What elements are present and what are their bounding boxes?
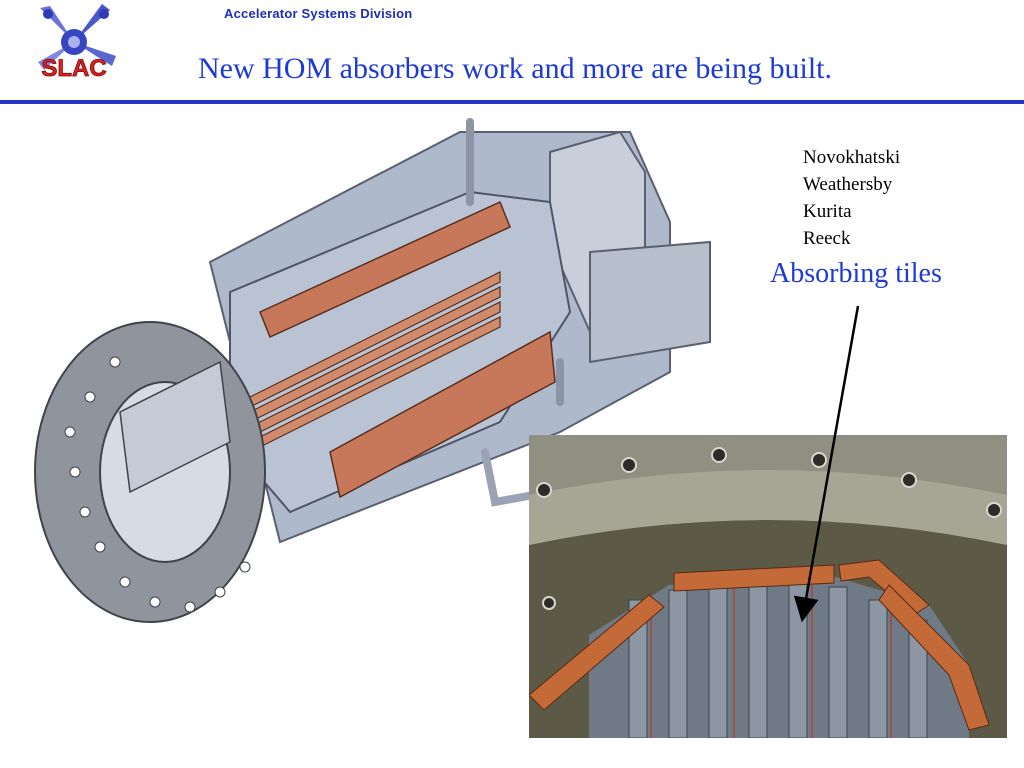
author-list: Novokhatski Weathersby Kurita Reeck (803, 144, 900, 252)
author-name: Reeck (803, 228, 851, 249)
author-name: Novokhatski (803, 147, 901, 168)
author-name: Weathersby (803, 174, 893, 195)
slac-logo: SLAC (38, 4, 116, 82)
hom-absorber-cad-image (34, 118, 711, 623)
absorbing-tiles-label: Absorbing tiles (770, 258, 942, 289)
logo-emblem (38, 4, 116, 70)
division-name: Accelerator Systems Division (224, 6, 413, 21)
absorber-photo-image (529, 435, 1007, 738)
slide-title: New HOM absorbers work and more are bein… (198, 52, 832, 85)
header-rule (0, 100, 1024, 104)
author-name: Kurita (803, 201, 852, 222)
logo-text: SLAC (41, 55, 106, 82)
